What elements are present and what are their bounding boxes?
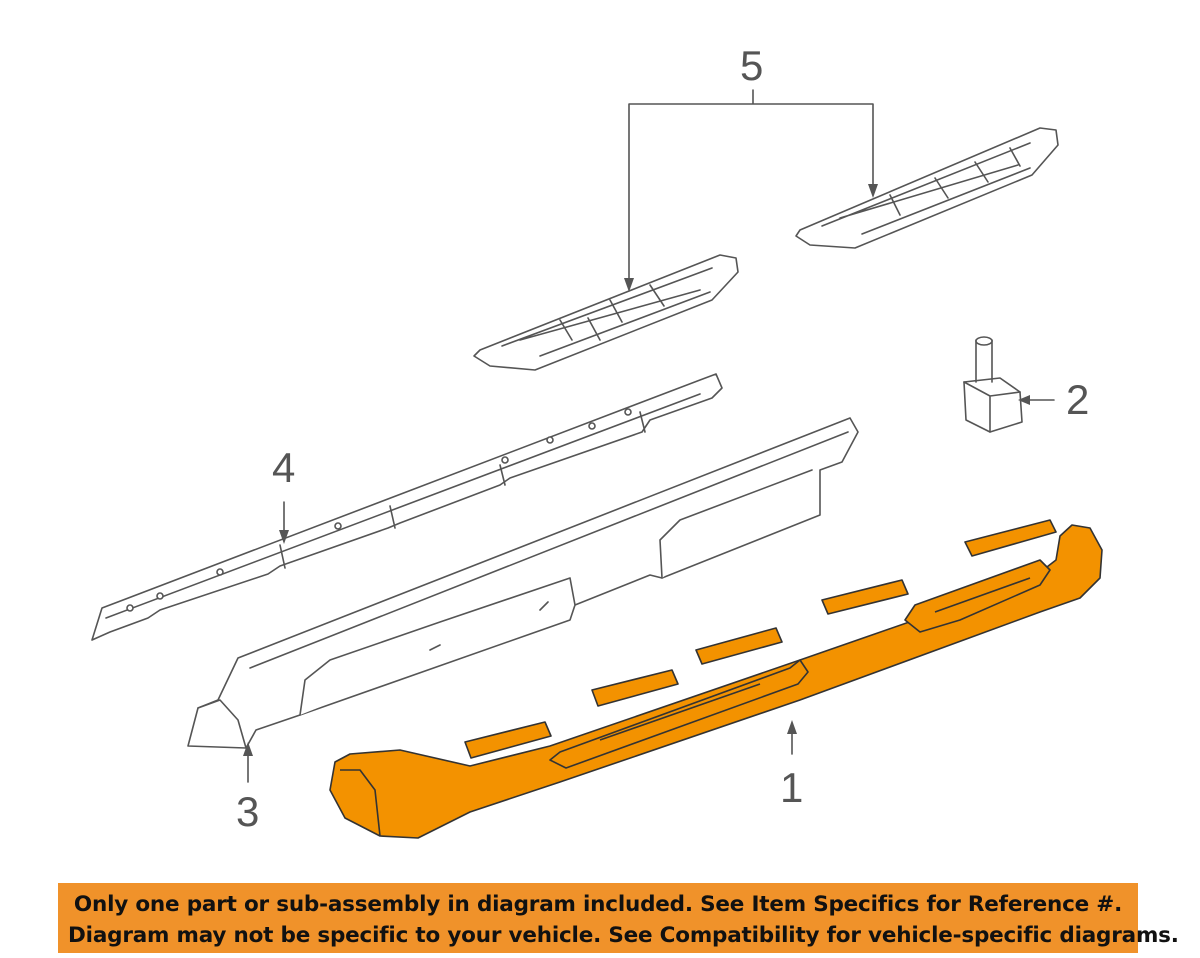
callout-label-4: 4 xyxy=(272,444,295,491)
callout-label-2: 2 xyxy=(1066,376,1089,423)
rocker-panel xyxy=(187,417,859,749)
disclaimer-line-1: Only one part or sub-assembly in diagram… xyxy=(73,892,1123,917)
mounting-bracket-bolt xyxy=(963,336,1023,433)
disclaimer-line-2: Diagram may not be specific to your vehi… xyxy=(68,923,1179,948)
step-pad-rear xyxy=(795,127,1059,249)
callout-label-1: 1 xyxy=(780,764,803,811)
step-pad-front xyxy=(473,254,739,371)
parts-diagram: 5 2 4 3 1 xyxy=(91,42,1103,839)
callout-leaders xyxy=(247,89,1055,783)
callout-arrowheads xyxy=(243,184,1030,756)
callout-label-3: 3 xyxy=(236,788,259,835)
running-board-highlighted xyxy=(329,519,1103,839)
rocker-reinforcement xyxy=(91,373,723,641)
disclaimer-banner: Only one part or sub-assembly in diagram… xyxy=(58,883,1179,953)
callout-label-5: 5 xyxy=(740,42,763,89)
